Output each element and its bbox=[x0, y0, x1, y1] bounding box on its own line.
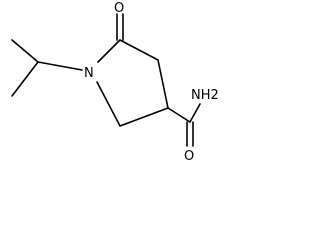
bond-ch2-to-c3 bbox=[157, 59, 169, 109]
bond-c3-to-ch2n bbox=[119, 107, 169, 127]
amide-oxygen-label: O bbox=[184, 149, 194, 162]
bond-isopropyl-methyl-bottom bbox=[11, 61, 39, 97]
bond-c3-to-amide-carbon bbox=[167, 107, 191, 123]
bond-ch2n-to-n bbox=[96, 81, 121, 127]
lactam-oxygen-label: O bbox=[114, 1, 124, 16]
amide-nitrogen-label: NH2 bbox=[191, 88, 219, 103]
bond-isopropyl-to-nitrogen bbox=[37, 61, 83, 71]
bond-amide-to-nh2 bbox=[189, 103, 201, 123]
ring-nitrogen-label: N bbox=[84, 66, 94, 81]
bond-isopropyl-methyl-top bbox=[11, 39, 39, 63]
structure-diagram: N O NH2 O bbox=[11, 1, 219, 162]
bond-carbonyl-to-ch2 bbox=[119, 39, 159, 61]
bond-n-to-carbonyl-carbon bbox=[97, 39, 121, 63]
